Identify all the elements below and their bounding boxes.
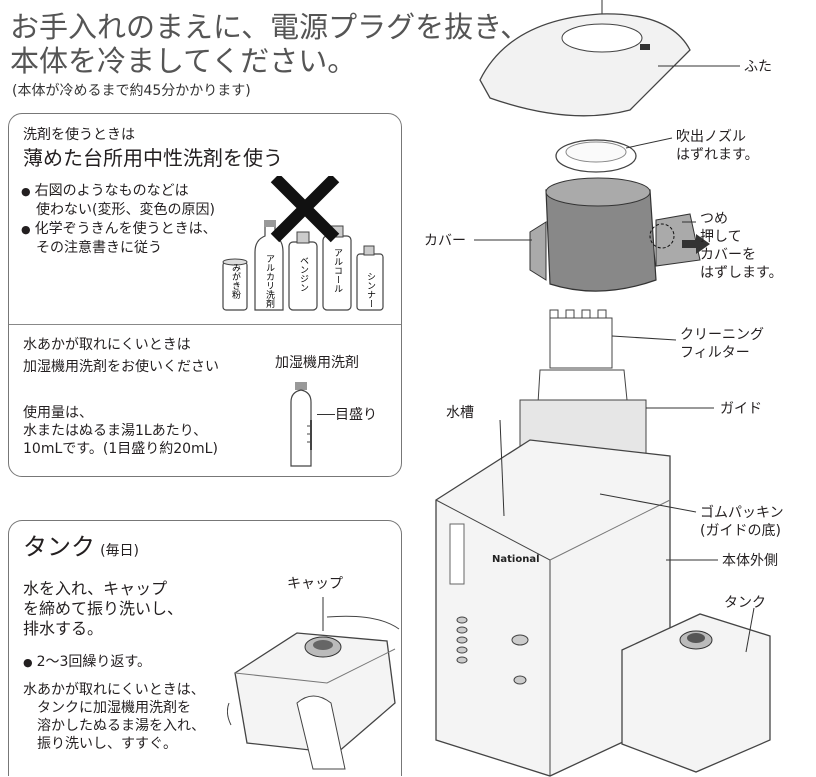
title-line-2: 本体を冷ましてください。 xyxy=(10,44,357,78)
label-claw-line-2: 押して xyxy=(700,229,742,245)
nozzle-part xyxy=(555,139,637,173)
label-lid: ふた xyxy=(744,59,772,75)
label-body-outside: 本体外側 xyxy=(722,553,778,569)
tank-instr-line-3: 排水する。 xyxy=(23,619,104,638)
alcohol-bottle-icon: アルコール xyxy=(322,225,352,311)
humidifier-detergent-label: 加湿機用洗剤 xyxy=(275,355,359,371)
label-tank: タンク xyxy=(724,595,766,611)
detergent-bullet-1: 右図のようなものなどは 使わない(変形、変色の原因) xyxy=(21,182,215,219)
tank-instr-line-1: 水を入れ、キャップ xyxy=(23,579,168,598)
tank-frequency: (毎日) xyxy=(100,543,140,559)
bullet-1-line-1: 右図のようなものなどは xyxy=(21,182,215,201)
alkaline-detergent-bottle-icon: アルカリ洗剤 xyxy=(254,220,284,311)
label-nozzle-line-2: はずれます。 xyxy=(676,147,759,163)
bottle-label-1: アルカリ洗剤 xyxy=(264,254,275,309)
label-filter-line-1: クリーニング xyxy=(680,327,764,343)
label-filter: クリーニング フィルター xyxy=(680,326,764,362)
tank-tip-line-3: 溶かしたぬるま湯を入れ、 xyxy=(37,718,206,734)
bottle-label-4: シンナー xyxy=(365,272,376,308)
bullet-2-line-1: 化学ぞうきんを使うときは、 xyxy=(21,220,217,239)
title-line-1: お手入れのまえに、電源プラグを抜き、 xyxy=(10,10,530,44)
usage-note: 使用量は、 水またはぬるま湯1Lあたり、 10mLです。(1目盛り約20mL) xyxy=(23,404,218,458)
lid-part xyxy=(479,0,691,117)
label-cover: カバー xyxy=(424,233,466,249)
detergent-bottle-icon xyxy=(290,382,312,467)
bottle-label-3: アルコール xyxy=(332,248,343,293)
label-packing-line-2: (ガイドの底) xyxy=(700,523,781,539)
detergent-heading-large: 薄めた台所用中性洗剤を使う xyxy=(23,146,283,170)
tank-box: タンク (毎日) 水を入れ、キャップ を締めて振り洗いし、 排水する。 2〜3回… xyxy=(8,520,402,776)
cooling-note: (本体が冷めるまで約45分かかります) xyxy=(12,83,251,99)
label-guide: ガイド xyxy=(720,401,762,417)
page-title: お手入れのまえに、電源プラグを抜き、 本体を冷ましてください。 xyxy=(10,10,529,78)
tank-title: タンク xyxy=(23,533,95,561)
tank-repeat-note: 2〜3回繰り返す。 xyxy=(23,653,151,672)
hard-water-note: 水あかが取れにくいときは 加湿機用洗剤をお使いください xyxy=(23,336,219,376)
tank-tip-line-1: 水あかが取れにくいときは、 xyxy=(23,682,205,698)
tank-instructions: 水を入れ、キャップ を締めて振り洗いし、 排水する。 xyxy=(23,579,183,639)
tank-tip-line-2: タンクに加湿機用洗剤を xyxy=(37,700,191,716)
tank-heading: タンク (毎日) xyxy=(23,535,139,560)
scale-leader-line xyxy=(317,414,335,415)
thinner-can-icon: シンナー xyxy=(356,245,384,311)
scouring-powder-can-icon: みがき粉 xyxy=(222,258,248,311)
detergent-divider xyxy=(9,324,401,325)
tank-tip-line-4: 振り洗いし、すすぐ。 xyxy=(37,736,177,752)
detergent-heading-small: 洗剤を使うときは xyxy=(23,127,135,143)
tank-tip: 水あかが取れにくいときは、 タンクに加湿機用洗剤を 溶かしたぬるま湯を入れ、 振… xyxy=(23,681,205,753)
bullet-1-line-2: 使わない(変形、変色の原因) xyxy=(36,202,215,218)
prohibited-x-icon xyxy=(270,176,340,243)
usage-line-3: 10mLです。(1目盛り約20mL) xyxy=(23,441,218,457)
prohibited-cleaners-illustration: みがき粉 アルカリ洗剤 ベンジン アルコール シンナー xyxy=(222,176,384,311)
tank-part xyxy=(621,613,771,773)
label-filter-line-2: フィルター xyxy=(680,345,750,361)
cover-part xyxy=(529,177,710,292)
usage-line-2: 水またはぬるま湯1Lあたり、 xyxy=(23,423,208,439)
label-packing: ゴムパッキン (ガイドの底) xyxy=(700,504,784,540)
bullet-2-line-2: その注意書きに従う xyxy=(36,240,162,256)
label-water-tank: 水槽 xyxy=(446,405,474,421)
detergent-box: 洗剤を使うときは 薄めた台所用中性洗剤を使う 右図のようなものなどは 使わない(… xyxy=(8,113,402,477)
hard-water-line-1: 水あかが取れにくいときは xyxy=(23,337,191,353)
benzine-bottle-icon: ベンジン xyxy=(288,231,318,311)
label-claw-line-3: カバーを xyxy=(700,247,756,263)
scale-label: 目盛り xyxy=(335,407,377,423)
tank-instr-line-2: を締めて振り洗いし、 xyxy=(23,599,184,618)
label-claw-line-1: つめ xyxy=(700,211,728,227)
label-nozzle: 吹出ノズル はずれます。 xyxy=(676,128,759,164)
detergent-bullet-2: 化学ぞうきんを使うときは、 その注意書きに従う xyxy=(21,220,217,257)
bottle-label-0: みがき粉 xyxy=(230,263,241,300)
main-body: National xyxy=(435,439,671,777)
cap-label: キャップ xyxy=(287,576,343,592)
hard-water-line-2: 加湿機用洗剤をお使いください xyxy=(23,359,219,375)
tank-shaking-illustration xyxy=(227,597,400,770)
label-claw-line-4: はずします。 xyxy=(700,265,783,281)
usage-line-1: 使用量は、 xyxy=(23,405,93,421)
label-claw: つめ 押して カバーを はずします。 xyxy=(700,210,783,282)
humidifier-exploded-diagram: National xyxy=(435,0,771,777)
brand-logo-text: National xyxy=(492,554,540,565)
bottle-label-2: ベンジン xyxy=(298,256,309,292)
label-packing-line-1: ゴムパッキン xyxy=(700,505,784,521)
label-nozzle-line-1: 吹出ノズル xyxy=(676,129,746,145)
